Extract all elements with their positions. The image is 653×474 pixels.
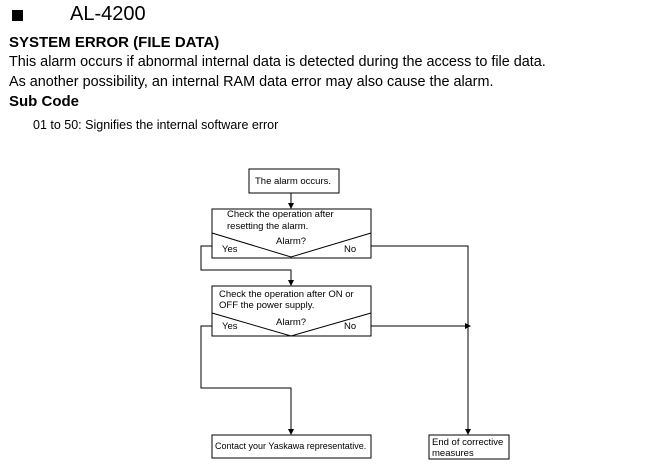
alarm-title: SYSTEM ERROR (FILE DATA) — [9, 34, 220, 51]
end-text-line-1: End of corrective — [432, 437, 504, 448]
check2-text-line-1: Check the operation after ON or — [219, 289, 354, 300]
start-text: The alarm occurs. — [255, 176, 332, 187]
decision1-no-label: No — [344, 244, 357, 255]
alarm-code: AL-4200 — [70, 3, 146, 25]
check1-box — [211, 208, 372, 259]
description-line-1: This alarm occurs if abnormal internal d… — [9, 54, 546, 70]
contact-box — [211, 434, 372, 459]
decision2-yes-label: Yes — [222, 321, 238, 332]
decision1-shape — [211, 232, 372, 258]
square-bullet-icon — [12, 10, 23, 21]
decision2-shape — [211, 312, 372, 337]
description-line-2: As another possibility, an internal RAM … — [9, 74, 494, 90]
end-box — [428, 434, 510, 460]
check2-text-line-2: OFF the power supply. — [219, 300, 315, 311]
end-text-line-2: measures — [432, 448, 474, 459]
start-box — [248, 168, 340, 194]
check1-text-line-2: resetting the alarm. — [227, 221, 309, 232]
connector-yes1 — [200, 245, 294, 286]
subcode-heading: Sub Code — [9, 93, 79, 110]
subcode-text: 01 to 50: Signifies the internal softwar… — [33, 118, 279, 132]
connector-yes2 — [200, 325, 294, 435]
connector-no1 — [371, 245, 471, 435]
contact-text: Contact your Yaskawa representative. — [215, 441, 367, 451]
decision1-yes-label: Yes — [222, 244, 238, 255]
decision2-no-label: No — [344, 321, 357, 332]
check1-text-line-1: Check the operation after — [227, 209, 334, 220]
decision2-label: Alarm? — [276, 317, 307, 328]
decision1-label: Alarm? — [276, 236, 307, 247]
